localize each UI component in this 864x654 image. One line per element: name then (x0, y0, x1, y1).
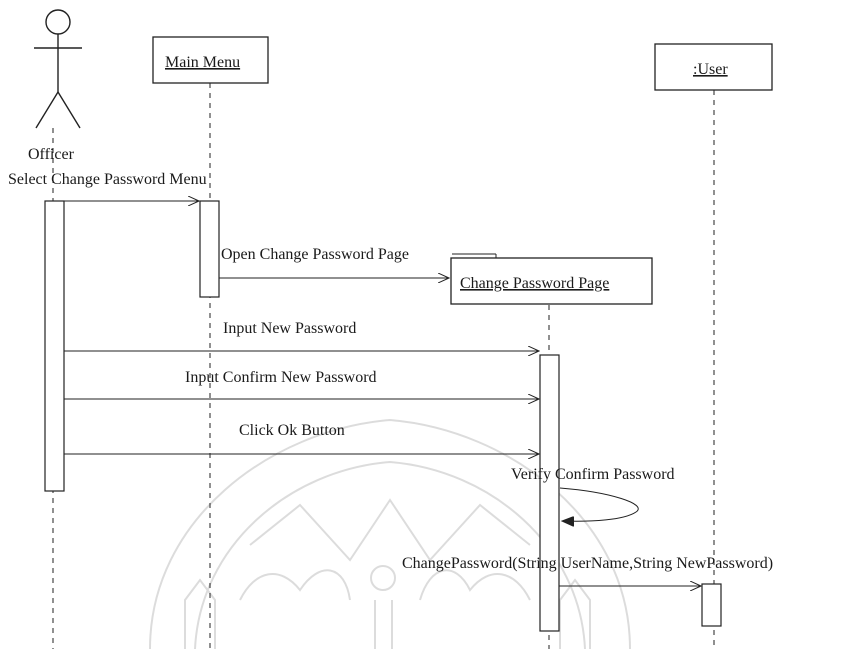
main-menu-label: Main Menu (165, 54, 240, 71)
main-menu-activation (199, 200, 220, 298)
message-verify-arrow (559, 487, 639, 521)
main-menu-object: Main Menu (152, 36, 269, 84)
change-password-page-label: Change Password Page (460, 275, 609, 292)
stick-figure-icon (34, 9, 82, 129)
user-object: :User (654, 43, 773, 91)
change-password-page-object: Change Password Page (450, 257, 653, 305)
message-verify-label: Verify Confirm Password (511, 466, 675, 483)
message-change-password-call-label: ChangePassword(String UserName,String Ne… (402, 555, 773, 572)
message-click-ok-label: Click Ok Button (239, 422, 345, 439)
change-password-page-activation (539, 354, 560, 632)
message-open-page-label: Open Change Password Page (221, 246, 409, 263)
user-activation (701, 583, 722, 627)
message-input-new-password-label: Input New Password (223, 320, 356, 337)
officer-actor: Officer (28, 9, 82, 163)
user-label: :User (693, 61, 728, 78)
actor-label: Officer (28, 146, 75, 163)
message-input-confirm-label: Input Confirm New Password (185, 369, 377, 386)
officer-activation (44, 200, 65, 492)
message-select-menu-label: Select Change Password Menu (8, 171, 207, 188)
